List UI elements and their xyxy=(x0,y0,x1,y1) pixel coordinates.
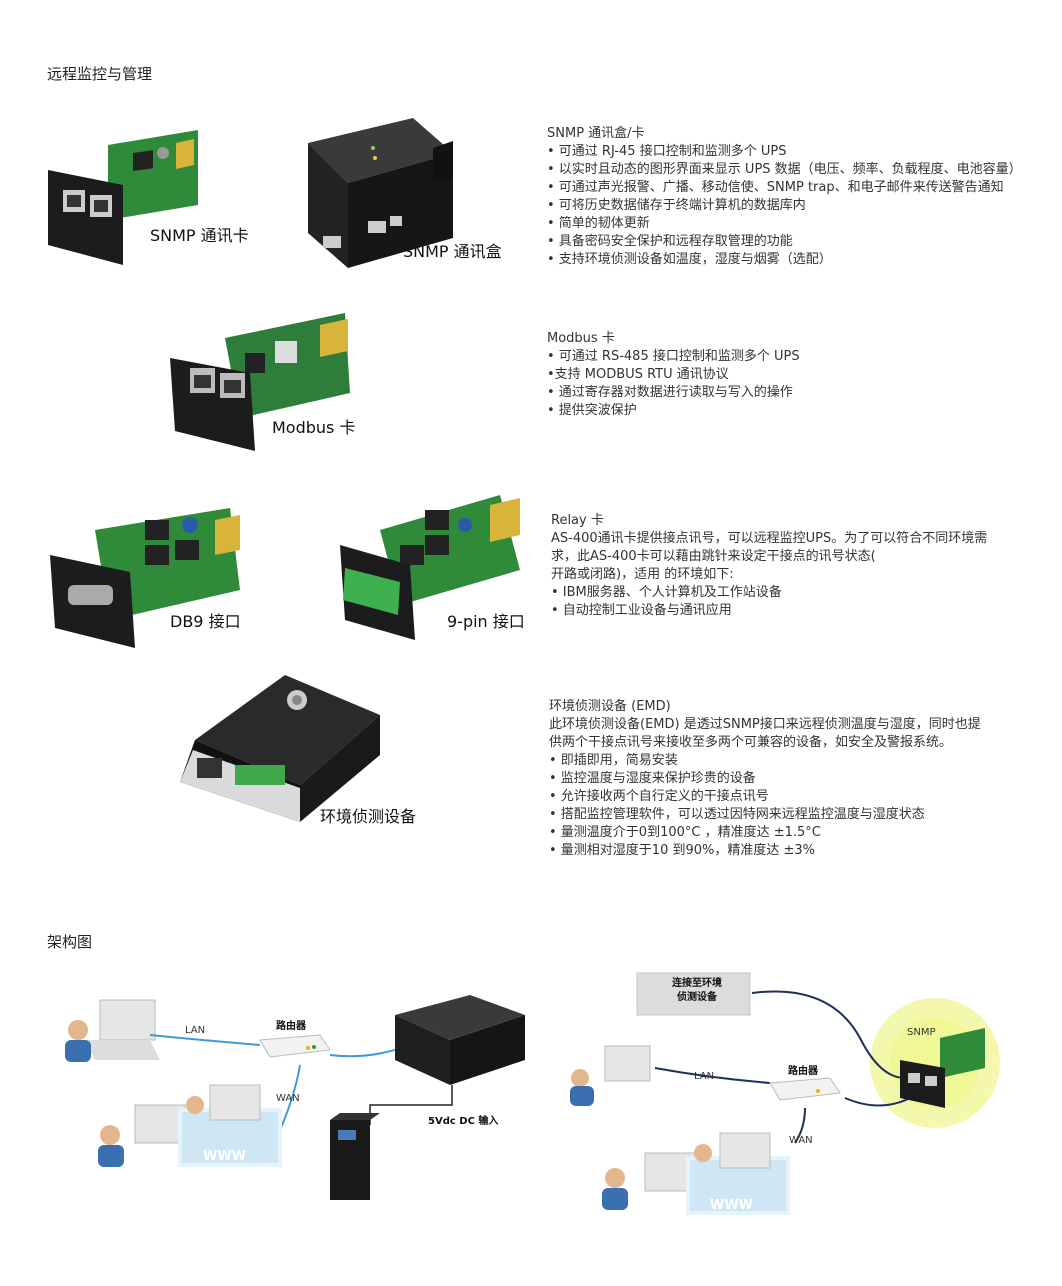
modbus-bullet: •支持 MODBUS RTU 通讯协议 xyxy=(547,367,729,382)
snmp-bullet: • 可通过 RJ-45 接口控制和监测多个 UPS xyxy=(547,144,787,159)
computer-icon xyxy=(65,999,160,1062)
snmp-card-icon xyxy=(900,1028,985,1108)
left-www-label: WWW xyxy=(203,1149,247,1164)
right-lan-label: LAN xyxy=(694,1071,715,1082)
9pin-label: 9-pin 接口 xyxy=(447,612,525,631)
router-icon xyxy=(259,1034,331,1058)
modbus-description: Modbus 卡 • 可通过 RS-485 接口控制和监测多个 UPS •支持 … xyxy=(547,330,800,420)
snmp-bullet: • 简单的韧体更新 xyxy=(547,216,650,231)
computer-icon xyxy=(98,1104,186,1167)
db9-card-image xyxy=(50,508,240,648)
snmp-box-label: SNMP 通讯盒 xyxy=(403,242,502,261)
snmp-bullet: • 支持环境侦测设备如温度，湿度与烟雾（选配） xyxy=(547,252,832,267)
architecture-diagram-left xyxy=(65,995,525,1200)
left-wan-label: WAN xyxy=(276,1093,300,1104)
section-title-architecture: 架构图 xyxy=(47,933,93,951)
left-power-label: 5Vdc DC 输入 xyxy=(428,1116,499,1127)
relay-line: AS-400通讯卡提供接点讯号，可以远程监控UPS。为了可以符合不同环境需 xyxy=(551,531,988,546)
modbus-bullet: • 提供突波保护 xyxy=(547,403,637,418)
env-connect-label: 连接至环境 侦测设备 xyxy=(672,978,722,1003)
emd-line: • 量测温度介于0到100°C ，精准度达 ±1.5°C xyxy=(549,825,821,840)
emd-title: 环境侦测设备 (EMD) xyxy=(549,699,671,714)
modbus-card-image xyxy=(170,313,350,451)
emd-device-label: 环境侦测设备 xyxy=(320,807,417,826)
relay-line: 求，此AS-400卡可以藉由跳针来设定干接点的讯号状态( xyxy=(551,549,876,564)
left-router-label: 路由器 xyxy=(276,1021,306,1032)
relay-description: Relay 卡 AS-400通讯卡提供接点讯号，可以远程监控UPS。为了可以符合… xyxy=(551,512,987,620)
snmp-card-image xyxy=(48,130,198,265)
snmp-box-icon xyxy=(395,995,525,1085)
modbus-bullet: • 通过寄存器对数据进行读取与写入的操作 xyxy=(547,385,793,400)
router-icon xyxy=(769,1077,841,1101)
9pin-card-image xyxy=(340,495,520,640)
right-router-label: 路由器 xyxy=(788,1066,818,1077)
relay-line: • 自动控制工业设备与通讯应用 xyxy=(551,603,732,618)
snmp-bullet: • 可通过声光报警、广播、移动信使、SNMP trap、和电子邮件来传送警告通知 xyxy=(547,180,1004,195)
env-connect-box xyxy=(636,972,751,1016)
left-lan-label: LAN xyxy=(185,1025,206,1036)
computer-icon xyxy=(570,1045,651,1106)
modbus-card-label: Modbus 卡 xyxy=(272,418,356,437)
ups-icon xyxy=(330,1113,380,1200)
snmp-description: SNMP 通讯盒/卡 • 可通过 RJ-45 接口控制和监测多个 UPS • 以… xyxy=(547,125,1022,269)
emd-line: • 允许接收两个自行定义的干接点讯号 xyxy=(549,789,769,804)
section-title-remote: 远程监控与管理 xyxy=(47,65,153,83)
emd-line: 供两个干接点讯号来接收至多两个可兼容的设备，如安全及警报系统。 xyxy=(549,735,953,750)
relay-title: Relay 卡 xyxy=(551,513,604,528)
db9-label: DB9 接口 xyxy=(170,612,241,631)
emd-line: • 搭配监控管理软件，可以透过因特网来远程监控温度与湿度状态 xyxy=(549,807,925,822)
right-www-label: WWW xyxy=(710,1198,754,1213)
snmp-title: SNMP 通讯盒/卡 xyxy=(547,126,645,141)
www-cloud-icon xyxy=(686,1132,790,1215)
right-snmp-label: SNMP xyxy=(907,1027,936,1038)
relay-line: • IBM服务器、个人计算机及工作站设备 xyxy=(551,585,782,600)
www-cloud-icon xyxy=(178,1084,282,1167)
snmp-card-label: SNMP 通讯卡 xyxy=(150,226,249,245)
relay-line: 开路或闭路)，适用 的环境如下: xyxy=(551,567,734,582)
snmp-bullet: • 具备密码安全保护和远程存取管理的功能 xyxy=(547,234,793,249)
modbus-title: Modbus 卡 xyxy=(547,331,615,346)
architecture-diagram-right xyxy=(570,972,1000,1215)
snmp-box-image xyxy=(308,118,453,268)
emd-description: 环境侦测设备 (EMD) 此环境侦测设备(EMD) 是透过SNMP接口来远程侦测… xyxy=(549,698,981,860)
emd-line: • 量测相对湿度于10 到90%，精准度达 ±3% xyxy=(549,843,816,858)
modbus-bullet: • 可通过 RS-485 接口控制和监测多个 UPS xyxy=(547,349,800,364)
emd-device-image xyxy=(180,675,380,822)
computer-icon xyxy=(602,1152,696,1210)
emd-line: • 监控温度与湿度来保护珍贵的设备 xyxy=(549,771,756,786)
snmp-bullet: • 以实时且动态的图形界面来显示 UPS 数据（电压、频率、负载程度、电池容量） xyxy=(547,162,1022,177)
right-wan-label: WAN xyxy=(789,1135,813,1146)
snmp-bullet: • 可将历史数据储存于终端计算机的数据库内 xyxy=(547,198,806,213)
emd-line: 此环境侦测设备(EMD) 是透过SNMP接口来远程侦测温度与湿度，同时也提 xyxy=(549,717,981,732)
emd-line: • 即插即用，简易安装 xyxy=(549,753,678,768)
